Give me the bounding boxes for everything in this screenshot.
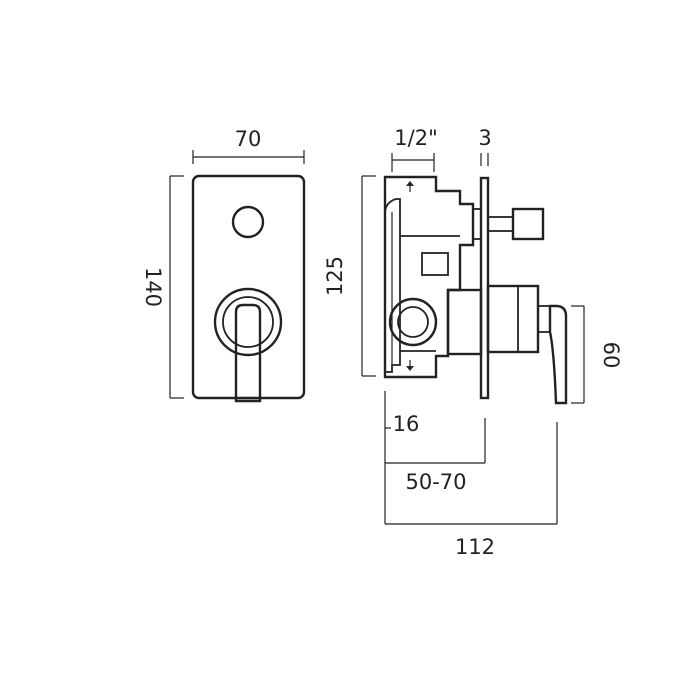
total-projection-label: 112: [455, 535, 495, 559]
front-faceplate: [191, 174, 306, 400]
adjust-range-dimension: 50-70: [384, 418, 486, 494]
total-projection-dimension: 112: [384, 422, 558, 559]
lever-height-label: 60: [599, 342, 623, 369]
side-lever: [548, 304, 568, 405]
front-width-dimension: 70: [192, 127, 305, 164]
adjust-range-label: 50-70: [405, 470, 466, 494]
body-height-dimension: 125: [323, 175, 376, 377]
depth-label: 16: [393, 412, 420, 436]
thread-dimension: 1/2": [391, 126, 438, 172]
front-view: 70 140: [141, 127, 306, 403]
lever-hub: [213, 287, 283, 357]
plate-thickness-label: 3: [478, 126, 491, 150]
diverter-spindle: [472, 207, 545, 241]
bottom-flow-arrow: [406, 360, 414, 371]
lever-handle: [234, 303, 262, 403]
depth-dimension: 16: [384, 391, 420, 436]
front-height-dimension: 140: [141, 175, 184, 399]
diverter-button: [231, 205, 265, 239]
lever-height-dimension: 60: [571, 305, 623, 404]
front-height-label: 140: [141, 267, 165, 307]
inlet-port: [388, 297, 438, 347]
valve-body: [383, 175, 475, 379]
top-flow-arrow: [406, 181, 414, 192]
side-view: 1/2" 3 125: [323, 126, 623, 559]
body-height-label: 125: [323, 256, 347, 296]
lever-cartridge: [446, 284, 551, 356]
plate-thickness-dimension: 3: [478, 126, 492, 166]
front-width-label: 70: [235, 127, 262, 151]
thread-label: 1/2": [394, 126, 437, 150]
